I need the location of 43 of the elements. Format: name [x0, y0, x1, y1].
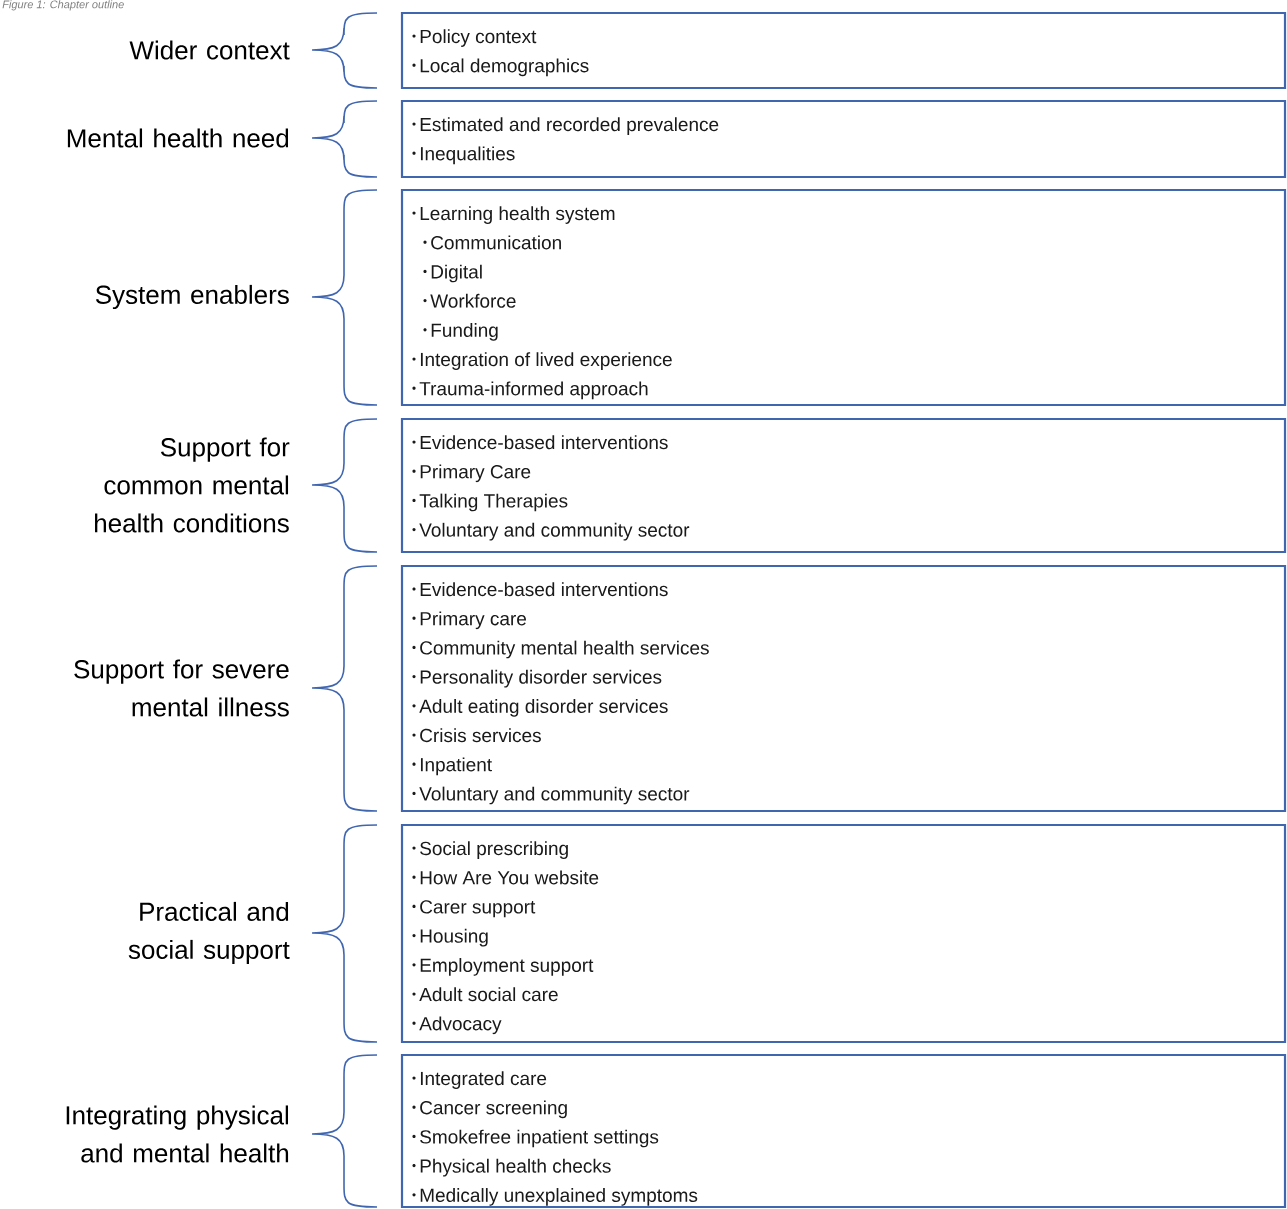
section-heading: Integrating physical and mental health [66, 1105, 289, 1163]
bullet-item: Evidence-based interventions [412, 582, 668, 597]
bullet-item: Carer support [412, 900, 536, 918]
bullet-item: Personality disorder services [412, 669, 662, 688]
bullet-item: Digital [423, 264, 482, 283]
bullet-item: Primary care [412, 611, 526, 630]
bullet-item: Estimated and recorded prevalence [412, 117, 719, 135]
figure-title: Figure 1: Chapter outline [2, 0, 124, 11]
bullet-item: Community mental health services [412, 640, 709, 659]
bullet-item: Learning health system [412, 206, 615, 224]
bullet-item: Policy context [412, 29, 537, 47]
bullet-item: Cancer screening [412, 1100, 567, 1119]
bullet-item: Social prescribing [412, 841, 568, 859]
section-heading: Support for common mental health conditions [95, 437, 290, 533]
bullet-item: Integration of lived experience [412, 352, 672, 370]
bullet-item: How Are You website [412, 870, 599, 885]
bullet-item: Funding [423, 323, 498, 341]
bullet-item: Integrated care [412, 1071, 547, 1089]
bullet-item: Adult social care [412, 987, 558, 1002]
bullet-item: Talking Therapies [412, 493, 568, 512]
bullet-item: Inequalities [412, 146, 515, 165]
bullet-item: Advocacy [412, 1016, 502, 1035]
bullet-item: Voluntary and community sector [412, 522, 690, 541]
bullet-item: Voluntary and community sector [412, 786, 690, 805]
bullet-item: Trauma-informed approach [412, 381, 648, 400]
bullet-item: Medically unexplained symptoms [412, 1188, 698, 1206]
bullet-item: Employment support [412, 958, 594, 976]
bullet-item: Adult eating disorder services [412, 699, 668, 717]
bullet-item: Inpatient [412, 757, 492, 776]
section-heading: Wider context [129, 40, 290, 60]
bullet-item: Workforce [423, 293, 516, 308]
bullet-item: Physical health checks [412, 1158, 611, 1177]
bullet-item: Evidence-based interventions [412, 435, 668, 450]
section-heading: Practical and social support [128, 901, 290, 965]
bullet-item: Local demographics [412, 58, 589, 77]
section-heading: System enablers [95, 284, 289, 310]
bullet-item: Smokefree inpatient settings [412, 1129, 659, 1148]
bullet-item: Housing [412, 928, 488, 947]
bullet-item: Crisis services [412, 728, 541, 743]
bullet-item: Communication [423, 235, 561, 250]
bullet-item: Primary Care [412, 464, 531, 483]
section-heading: Support for severe mental illness [74, 659, 289, 717]
section-heading: Mental health need [67, 128, 289, 148]
